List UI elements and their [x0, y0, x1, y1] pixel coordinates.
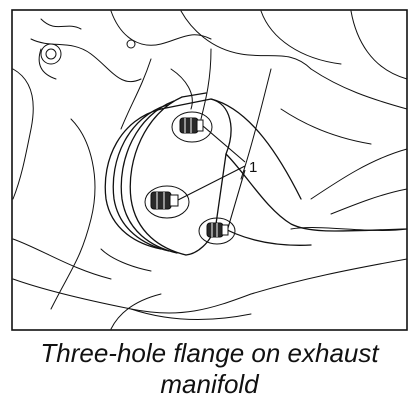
flange-body [104, 92, 408, 256]
lower-nut [206, 222, 229, 238]
middle-nut [150, 191, 179, 210]
upper-nut [179, 117, 204, 134]
caption-line-2: manifold [160, 369, 259, 399]
exhaust-flange-drawing: 1 [11, 9, 408, 331]
callout-label: 1 [249, 159, 257, 176]
drawing-frame [11, 9, 408, 331]
caption-line-1: Three-hole flange on exhaust [40, 338, 379, 368]
engine-background-lines [12, 10, 408, 330]
bolt-bosses [144, 111, 236, 245]
flange-nuts [150, 117, 229, 238]
callout-leader-lines [177, 125, 246, 229]
figure-caption: Three-hole flange on exhaust manifold [0, 338, 419, 400]
